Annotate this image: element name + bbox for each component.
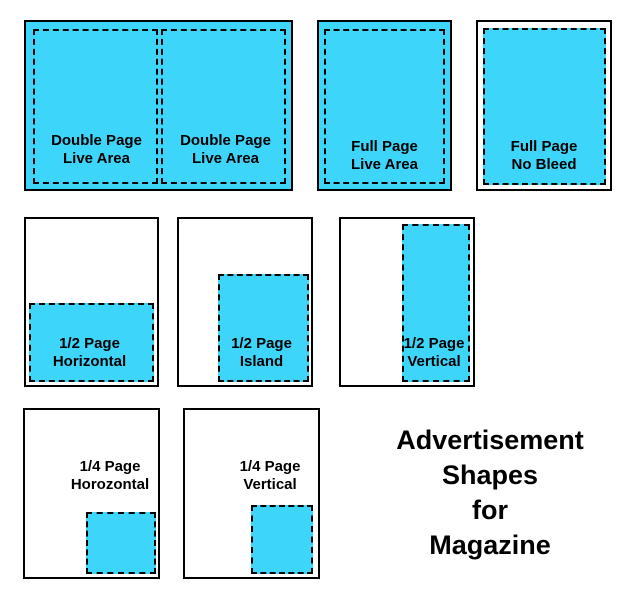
full-page-live-area xyxy=(317,20,452,191)
half-page-island-ad xyxy=(218,274,309,382)
half-page-vertical-label: 1/2 Page Vertical xyxy=(403,335,465,370)
full-page-live-area-label: Full Page Live Area xyxy=(351,138,418,173)
double-page-right-label: Double Page Live Area xyxy=(180,132,271,167)
half-page-island-label: 1/2 Page Island xyxy=(231,335,292,370)
full-page-no-bleed-page xyxy=(476,20,612,191)
diagram-title: Advertisement Shapes for Magazine xyxy=(396,425,584,560)
double-page-spread xyxy=(24,20,293,191)
full-page-live-area-guide xyxy=(324,29,445,184)
half-page-horizontal-page xyxy=(24,217,159,387)
half-page-vertical-page xyxy=(339,217,475,387)
half-page-island-page xyxy=(177,217,313,387)
double-page-live-area-left xyxy=(33,29,158,184)
double-page-left-label: Double Page Live Area xyxy=(51,132,142,167)
quarter-page-horizontal-ad xyxy=(86,512,156,574)
quarter-page-vertical-ad xyxy=(251,505,313,574)
quarter-page-horizontal-page xyxy=(23,408,160,579)
half-page-vertical-ad xyxy=(402,224,470,382)
quarter-page-horizontal-label: 1/4 Page Horozontal xyxy=(70,458,150,493)
half-page-horizontal-label: 1/2 Page Horizontal xyxy=(52,335,127,370)
half-page-horizontal-ad xyxy=(29,303,154,382)
full-page-no-bleed-ad xyxy=(483,28,606,185)
full-page-no-bleed-label: Full Page No Bleed xyxy=(510,138,578,173)
quarter-page-vertical-page xyxy=(183,408,320,579)
quarter-page-vertical-label: 1/4 Page Vertical xyxy=(239,458,301,493)
double-page-live-area-right xyxy=(161,29,286,184)
